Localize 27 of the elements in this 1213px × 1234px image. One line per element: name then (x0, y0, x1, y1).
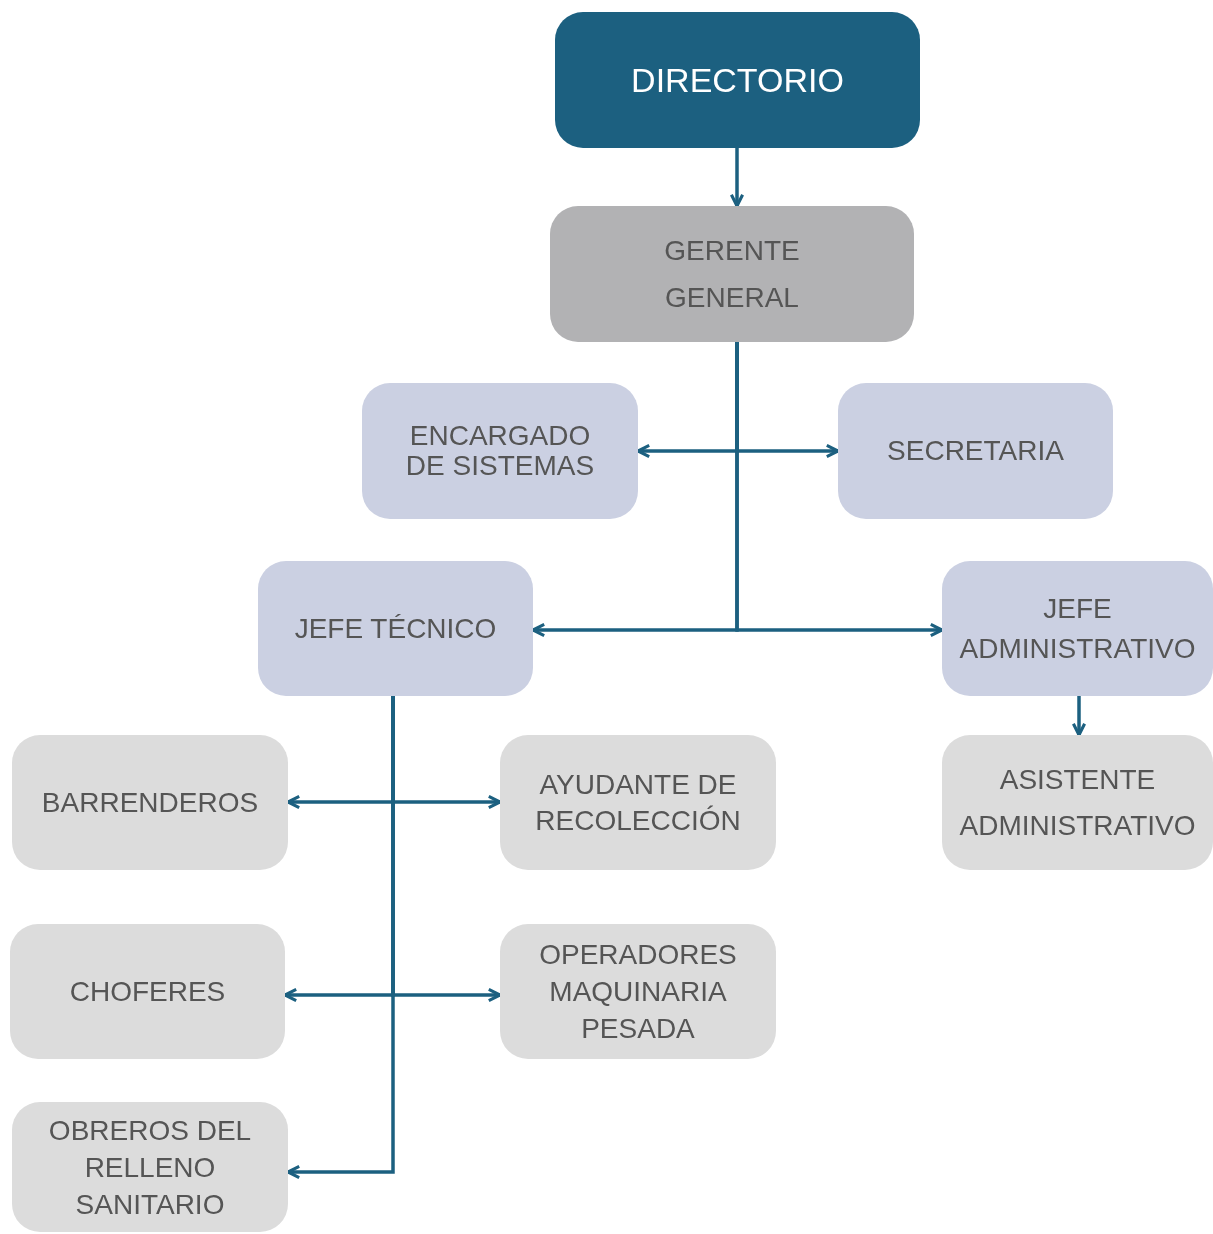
role-title: SECRETARIA (887, 436, 1064, 466)
connector-arrow (735, 342, 944, 638)
org-box (942, 735, 1213, 870)
org-box (838, 383, 1113, 519)
role-title: CHOFERES (69, 976, 226, 1007)
connector-arrow (729, 148, 745, 208)
role-title: ENCARGADO DE SISTEMAS (404, 421, 596, 481)
org-box (10, 924, 285, 1059)
org-box (258, 561, 533, 696)
org-box (12, 735, 288, 870)
role-title: ASISTENTE ADMINISTRATIVO (958, 762, 1197, 843)
connector-arrow (1071, 696, 1087, 737)
role-title: GERENTE GENERAL (663, 234, 801, 315)
role-title: AYUDANTE DE RECOLECCIÓN (534, 767, 742, 838)
org-box (362, 383, 638, 519)
role-title: JEFE TÉCNICO (294, 613, 497, 644)
org-box (550, 206, 914, 342)
role-title: BARRENDEROS (41, 787, 259, 818)
role-title: OPERADORES MAQUINARIA PESADA (538, 938, 738, 1046)
role-title: JEFE ADMINISTRATIVO (958, 591, 1197, 666)
org-box (942, 561, 1213, 696)
org-box (500, 924, 776, 1059)
role-title: DIRECTORIO (631, 60, 844, 100)
org-box (555, 12, 920, 148)
role-title: OBREROS DEL RELLENO SANITARIO (47, 1113, 253, 1222)
org-box (12, 1102, 288, 1232)
org-box (500, 735, 776, 870)
